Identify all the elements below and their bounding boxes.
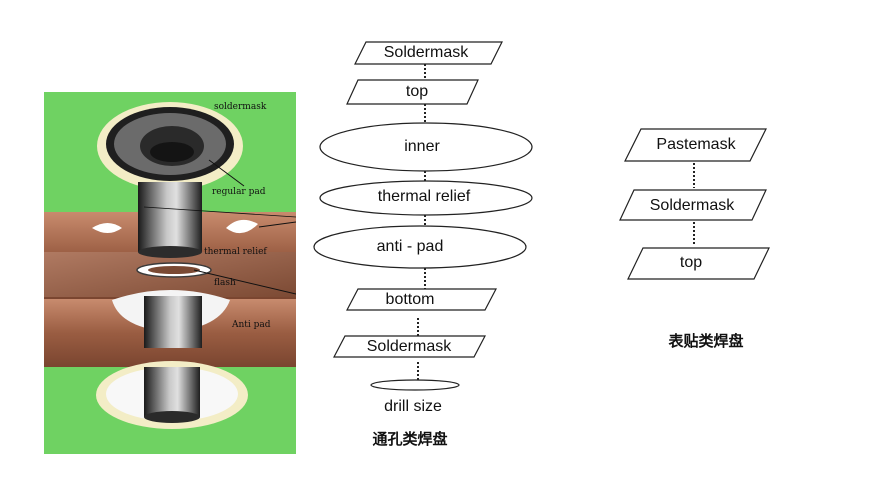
shape-smd-top: [627, 247, 770, 280]
label-thermal-relief: thermal relief: [204, 247, 267, 257]
shape-pastemask: [624, 128, 767, 162]
shape-smd-soldermask: [619, 189, 767, 221]
layer-soldermask-bottom: Soldermask: [366, 338, 452, 355]
thermal-relief-cutout-left: [92, 223, 122, 233]
layer-bottom: bottom: [385, 291, 435, 308]
shape-soldermask-bottom: [333, 335, 486, 358]
shape-top: [346, 79, 479, 105]
smd-layer-pastemask: Pastemask: [656, 136, 736, 153]
layer-thermal-relief: thermal relief: [377, 188, 471, 205]
label-flash: flash: [214, 278, 236, 288]
smd-caption: 表贴类焊盘: [668, 332, 744, 350]
thermal-relief-cutout-right: [226, 219, 258, 234]
layer-anti-pad: anti - pad: [376, 238, 444, 255]
through-hole-caption: 通孔类焊盘: [372, 430, 448, 448]
smd-layer-top: top: [679, 254, 703, 271]
illustration-graphic: [44, 92, 297, 454]
shape-anti-pad: [313, 225, 527, 269]
shape-soldermask-top: [354, 41, 503, 65]
smd-layer-soldermask: Soldermask: [649, 197, 735, 214]
shape-bottom: [346, 288, 497, 311]
plated-barrel-bottom: [144, 367, 200, 417]
plated-barrel-top: [138, 182, 202, 252]
layer-soldermask-top: Soldermask: [383, 44, 469, 61]
plated-barrel-middle: [144, 296, 202, 348]
leader-flash: [193, 269, 297, 295]
label-anti-pad: Anti pad: [232, 320, 271, 330]
layer-top: top: [405, 83, 429, 100]
shape-drill: [370, 379, 460, 391]
leader-thermal-relief: [258, 221, 297, 228]
layer-inner: inner: [404, 138, 440, 155]
label-soldermask: soldermask: [214, 102, 267, 112]
label-regular-pad: regular pad: [212, 187, 266, 197]
through-hole-illustration: soldermask regular pad thermal relief fl…: [44, 92, 297, 454]
layer-drill-size: drill size: [384, 398, 442, 415]
leader-top: [143, 206, 297, 218]
leader-regular-pad: [208, 159, 245, 187]
